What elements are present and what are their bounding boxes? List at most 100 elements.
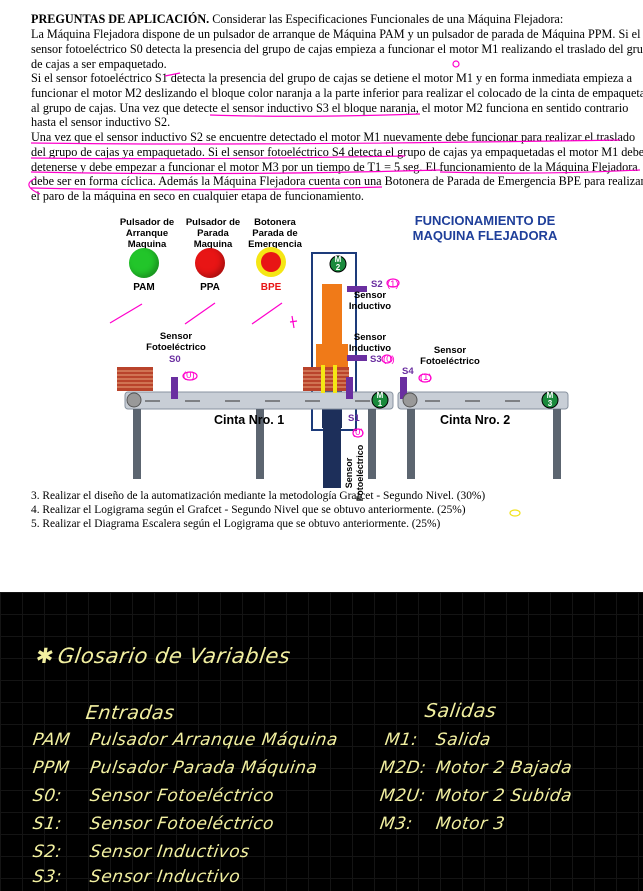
s1-note: (0)	[352, 427, 364, 438]
ppa-button[interactable]	[195, 248, 225, 278]
motor-m2-label: M 2	[334, 255, 342, 272]
input-var: PAM	[31, 730, 72, 750]
paragraph-1: La Máquina Flejadora dispone de un pulsa…	[31, 27, 643, 71]
box-stack	[117, 367, 153, 391]
sensor-s4	[400, 377, 407, 399]
input-desc: Sensor Inductivos	[88, 842, 251, 862]
notes-title: Glosario de Variables	[56, 644, 293, 668]
s0-note: (0)	[183, 370, 195, 381]
p2-line: funcionar el motor M2 deslizando el bloq…	[31, 85, 643, 100]
heading-bold: PREGUNTAS DE APLICACIÓN.	[31, 12, 210, 26]
document-page: PREGUNTAS DE APLICACIÓN. Considerar las …	[0, 0, 643, 592]
motor-m3	[541, 391, 559, 409]
heading-rest: Considerar las Especificaciones Funciona…	[209, 12, 564, 26]
output-var: M1:	[383, 730, 420, 750]
p2-line: al grupo de cajas. Una vez que detecte e…	[31, 100, 629, 115]
outputs-header: Salidas	[423, 700, 498, 722]
input-desc: Pulsador Arranque Máquina	[88, 730, 340, 750]
question-5: 5. Realizar el Diagrama Escalera según e…	[31, 518, 441, 530]
belt-1-label: Cinta Nro. 1	[214, 413, 285, 427]
pen-stroke	[109, 303, 143, 324]
paragraph-2: Si el sensor fotoeléctrico S1 detecta la…	[31, 71, 643, 130]
input-var: S0:	[31, 786, 64, 806]
bpe-button[interactable]	[261, 252, 281, 272]
belt-2-label: Cinta Nro. 2	[440, 413, 511, 427]
pink-annotations	[28, 60, 641, 195]
note-circle	[182, 371, 198, 381]
diagram-title-line: MAQUINA FLEJADORA	[412, 228, 558, 243]
underline-mark	[439, 169, 641, 174]
p2-line: hasta el sensor inductivo S2.	[31, 115, 171, 130]
belt-1-leg	[368, 409, 376, 479]
machine-drawing	[109, 252, 569, 488]
bpe-label: Botonera Parada de Emergencia	[248, 217, 302, 250]
input-var: S1:	[31, 814, 64, 834]
s3-title: Sensor Inductivo	[348, 332, 392, 354]
s0-title: Sensor Fotoeléctrico	[146, 331, 206, 353]
p1-line: La Máquina Flejadora dispone de un pulsa…	[31, 27, 641, 41]
s3-note: (0)	[383, 354, 395, 365]
p1-line: sensor fotoeléctrico S0 detecta la prese…	[31, 41, 643, 56]
s4-title: Sensor Fotoeléctrico	[420, 345, 480, 367]
s2-note: (1)	[387, 279, 399, 290]
belt-2-leg	[407, 409, 415, 479]
star-icon: ✱	[34, 644, 56, 668]
sensor-s3	[347, 355, 367, 361]
underline-mark	[30, 155, 406, 160]
bpe-tag: BPE	[260, 282, 282, 293]
belt-roller	[126, 392, 142, 408]
notes-area: Glosario de Variables ✱ Entradas Salidas…	[0, 592, 643, 891]
output-var: M2U:	[378, 786, 428, 806]
output-var: M2D:	[378, 758, 428, 778]
pen-stroke	[251, 302, 283, 325]
motor-m1-label: M 1	[376, 391, 384, 408]
s0-tag: S0	[169, 354, 181, 365]
inputs-header: Entradas	[84, 702, 177, 724]
p3-line: el paro de la máquina en seco en cualqui…	[31, 189, 364, 204]
pen-stroke	[289, 315, 298, 329]
motor-m3-label: M 3	[546, 391, 554, 408]
paragraph-3: Una vez que el sensor inductivo S2 se en…	[31, 130, 643, 204]
input-var: PPM	[31, 758, 72, 778]
sensor-s1-upper	[346, 377, 353, 399]
pam-tag: PAM	[133, 282, 155, 293]
underline-mark	[209, 113, 421, 117]
notes-grid	[0, 592, 643, 891]
underline-mark	[30, 186, 383, 191]
input-desc: Pulsador Parada Máquina	[88, 758, 319, 778]
s2-title: Sensor Inductivo	[348, 290, 392, 312]
input-desc: Sensor Fotoeléctrico	[88, 786, 276, 806]
motor-m2	[329, 255, 347, 273]
sensor-s2	[347, 286, 367, 292]
p2-line: Si el sensor fotoeléctrico S1 detecta la…	[31, 71, 633, 85]
belt-1-leg	[256, 409, 264, 479]
input-var: S2:	[31, 842, 64, 862]
p3-line: detenerse y debe empezar a funcionar el …	[31, 159, 638, 174]
output-desc: Motor 2 Bajada	[434, 758, 574, 778]
s1-tag: S1	[348, 413, 360, 424]
strike-mark	[164, 72, 181, 77]
output-desc: Motor 2 Subida	[434, 786, 574, 806]
sensor-s0	[171, 377, 178, 399]
belt-2-leg	[553, 409, 561, 479]
belt-2	[397, 391, 569, 410]
note-circle	[418, 373, 432, 383]
underline-mark	[30, 139, 621, 145]
heading: PREGUNTAS DE APLICACIÓN. Considerar las …	[31, 12, 643, 27]
orange-block-top	[322, 284, 342, 344]
input-desc: Sensor Fotoeléctrico	[88, 814, 276, 834]
pen-stroke	[184, 302, 216, 325]
underline-mark	[30, 169, 441, 175]
note-circle	[386, 278, 400, 288]
s4-note: (1)	[420, 372, 432, 383]
diagram-title-line: FUNCIONAMIENTO DE	[414, 213, 556, 228]
ppa-label: Pulsador de Parada Maquina	[185, 217, 241, 250]
p1-line: de cajas a ser empaquetado.	[31, 56, 167, 71]
p3-line: Una vez que el sensor inductivo S2 se en…	[31, 130, 636, 144]
bracket-mark	[28, 177, 41, 195]
bpe-button-housing[interactable]	[256, 247, 286, 277]
belt-roller	[402, 392, 418, 408]
note-circle	[381, 354, 393, 364]
pam-button[interactable]	[129, 248, 159, 278]
output-var: M3:	[378, 814, 415, 834]
